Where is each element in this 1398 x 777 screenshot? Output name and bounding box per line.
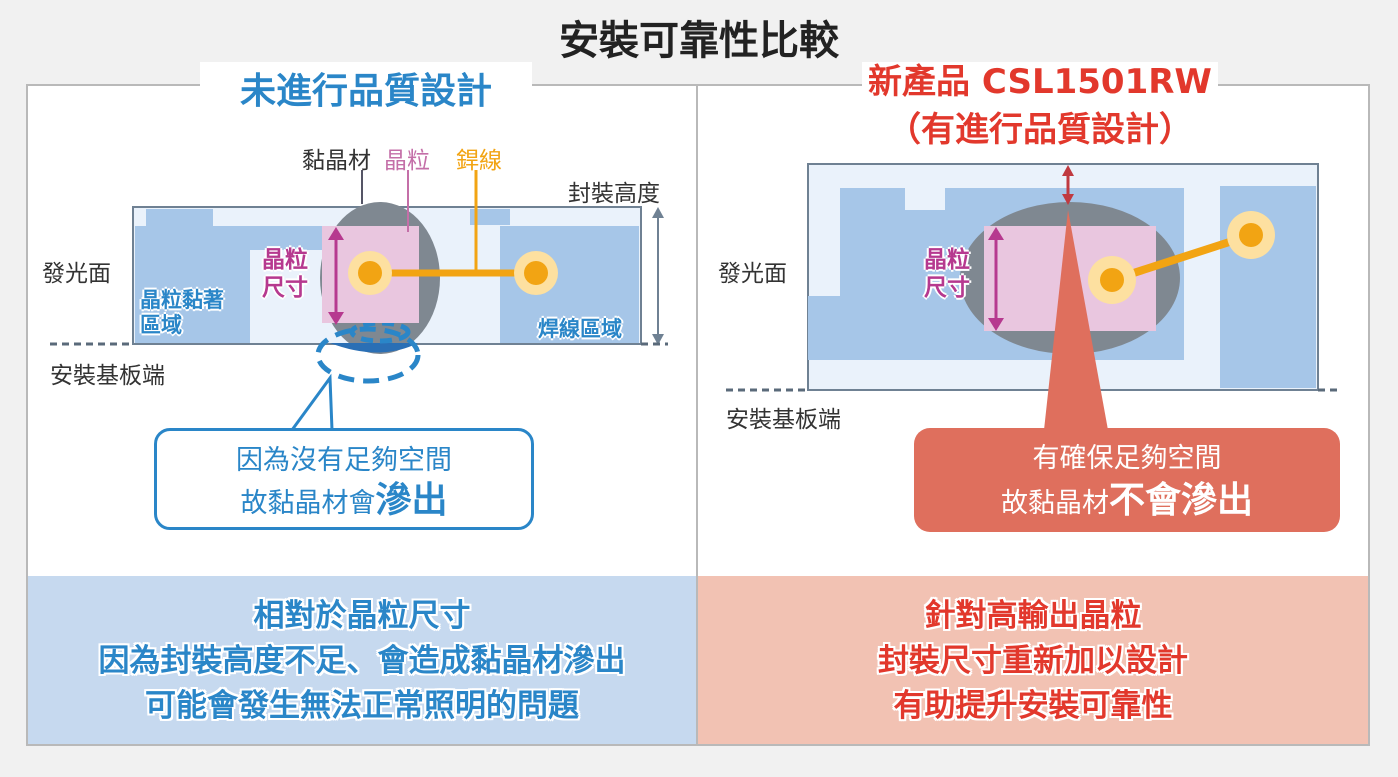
- label-package-height: 封裝高度: [568, 181, 660, 207]
- label-left-board-end: 安裝基板端: [50, 363, 165, 389]
- right-summary-line-1: 針對高輸出晶粒: [924, 598, 1142, 634]
- left-overflow-blob: [330, 343, 418, 353]
- page-title: 安裝可靠性比較: [559, 18, 839, 64]
- left-summary-line-2: 因為封裝高度不足、會造成黏晶材滲出: [98, 643, 626, 679]
- left-summary-line-1: 相對於晶粒尺寸: [253, 598, 471, 634]
- right-heading-line-2: （有進行品質設計）: [887, 110, 1193, 150]
- left-overflow-ring-inner: [349, 320, 411, 344]
- right-summary-panel: 針對高輸出晶粒 封裝尺寸重新加以設計 有助提升安裝可靠性: [698, 576, 1368, 744]
- left-callout-line-2: 故黏晶材會: [240, 488, 376, 519]
- panel-divider: [696, 84, 698, 746]
- right-heading-line-1: 新產品 CSL1501RW: [862, 62, 1218, 102]
- label-left-emitting-face: 發光面: [42, 261, 111, 287]
- right-right-pad: [1220, 186, 1316, 388]
- left-die-bond-dot: [358, 261, 382, 285]
- label-die: 晶粒: [384, 148, 430, 174]
- left-callout: 因為沒有足夠空間 故黏晶材會滲出: [154, 428, 534, 530]
- left-heading: 未進行品質設計: [200, 62, 532, 114]
- right-summary-line-2: 封裝尺寸重新加以設計: [878, 643, 1188, 679]
- right-package: [726, 163, 1340, 430]
- left-die-attach-pad: [135, 209, 345, 343]
- label-right-die-size-1: 晶粒: [924, 247, 970, 273]
- right-callout-line-2: 故黏晶材: [1000, 488, 1109, 519]
- label-die-attach: 黏晶材: [302, 148, 371, 174]
- right-die-bond-dot: [1100, 268, 1124, 292]
- left-overflow-ring: [315, 326, 421, 384]
- right-callout: 有確保足夠空間 故黏晶材不會滲出: [914, 428, 1340, 532]
- left-wire-bond-dot: [524, 261, 548, 285]
- left-summary-line-3: 可能會發生無法正常照明的問題: [145, 688, 579, 724]
- label-left-die-size: 晶粒 尺寸: [262, 246, 308, 302]
- label-right-die-size-2: 尺寸: [924, 275, 970, 301]
- left-package: [50, 170, 668, 432]
- label-die-attach-area-1: 晶粒黏著: [140, 288, 224, 312]
- right-wire: [1110, 231, 1253, 284]
- label-left-die-size-1: 晶粒: [262, 247, 308, 273]
- label-wire-bond-area: 焊線區域: [538, 317, 622, 341]
- left-summary-panel: 相對於晶粒尺寸 因為封裝高度不足、會造成黏晶材滲出 可能會發生無法正常照明的問題: [28, 576, 696, 744]
- right-callout-pointer: [1044, 210, 1108, 430]
- left-small-pad: [470, 209, 510, 225]
- left-callout-emphasis: 滲出: [375, 480, 448, 521]
- right-callout-emphasis: 不會滲出: [1108, 480, 1253, 521]
- left-callout-tail: [289, 373, 334, 432]
- label-die-attach-area-2: 區域: [140, 313, 182, 337]
- right-summary-line-3: 有助提升安裝可靠性: [893, 688, 1173, 724]
- label-wire: 銲線: [456, 148, 502, 174]
- label-right-board-end: 安裝基板端: [726, 407, 841, 433]
- left-callout-line-1: 因為沒有足夠空間: [236, 445, 452, 476]
- right-wire-bond-dot: [1239, 223, 1263, 247]
- label-right-die-size: 晶粒 尺寸: [924, 246, 970, 302]
- right-heading: 新產品 CSL1501RW （有進行品質設計）: [840, 58, 1240, 154]
- label-left-die-size-2: 尺寸: [262, 275, 308, 301]
- label-die-attach-area: 晶粒黏著 區域: [140, 288, 224, 338]
- label-right-emitting-face: 發光面: [718, 261, 787, 287]
- right-callout-line-1: 有確保足夠空間: [1032, 443, 1222, 474]
